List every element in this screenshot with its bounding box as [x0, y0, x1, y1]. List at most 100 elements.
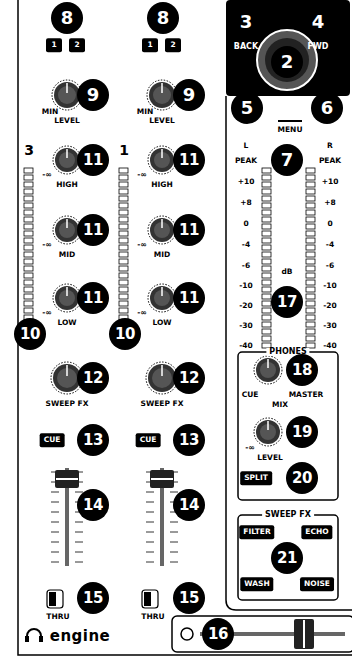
meter-segment: [24, 210, 33, 215]
meter-segment: [306, 301, 315, 306]
meter-segment: [262, 280, 271, 285]
knob-pointer: [66, 149, 68, 158]
fader-tick: [146, 542, 154, 543]
meter-segment: [119, 259, 128, 264]
panel-label: -∞: [42, 241, 51, 249]
knob-pointer: [66, 219, 68, 228]
panel-label: MID: [154, 251, 170, 259]
knob-ring: [148, 284, 176, 312]
knob-pointer: [161, 365, 163, 376]
panel-label: L: [244, 142, 249, 150]
section-title: SWEEP FX: [262, 511, 314, 519]
meter-segment: [306, 294, 315, 299]
callout-number: 17: [271, 286, 303, 318]
meter-segment: [262, 245, 271, 250]
panel-label: -20: [239, 302, 253, 310]
meter-segment: [306, 266, 315, 271]
button-label: 2: [165, 38, 181, 52]
meter-segment: [24, 168, 33, 173]
callout-number: 14: [77, 489, 109, 521]
meter-segment: [262, 217, 271, 222]
meter-segment: [306, 308, 315, 313]
callout-number: 14: [173, 489, 205, 521]
meter-segment: [262, 336, 271, 341]
meter-segment: [119, 203, 128, 208]
callout-number: 4: [302, 6, 334, 38]
panel-label: MIN: [137, 108, 154, 116]
meter-segment: [306, 273, 315, 278]
meter-segment: [306, 252, 315, 257]
panel-label: SWEEP FX: [46, 400, 89, 408]
callout-number: 15: [173, 582, 205, 614]
callout-number: 19: [286, 416, 318, 448]
knob-pointer: [66, 83, 68, 93]
panel-label: -40: [239, 342, 253, 350]
meter-segment: [306, 182, 315, 187]
panel-label: LEVEL: [149, 117, 175, 125]
meter-segment: [24, 182, 33, 187]
meter-segment: [306, 287, 315, 292]
panel-label: -∞: [137, 171, 146, 179]
button-label: SPLIT: [240, 471, 272, 485]
meter-segment: [119, 182, 128, 187]
panel-label: -∞: [42, 309, 51, 317]
panel-label: PEAK: [235, 157, 257, 165]
panel-label: -20: [323, 302, 337, 310]
callout-number: 15: [77, 582, 109, 614]
fader-tick: [51, 522, 59, 523]
panel-label: LEVEL: [257, 454, 283, 462]
fader-tick: [51, 562, 59, 563]
knob: [55, 218, 79, 242]
meter-segment: [306, 231, 315, 236]
panel-label: -30: [239, 322, 253, 330]
meter-segment: [119, 308, 128, 313]
callout-number: 12: [173, 362, 205, 394]
panel-label: CUE: [242, 391, 259, 399]
knob-pointer: [161, 83, 163, 93]
panel-label: MASTER: [289, 391, 324, 399]
knob: [55, 148, 79, 172]
meter-segment: [306, 210, 315, 215]
button-label: WASH: [240, 577, 273, 591]
knob: [148, 364, 176, 392]
panel-label: FWD: [308, 43, 329, 51]
fader-tick: [146, 522, 154, 523]
meter-segment: [24, 273, 33, 278]
panel-label: THRU: [46, 613, 69, 621]
button-label: 2: [69, 38, 85, 52]
panel-label: -∞: [137, 241, 146, 249]
meter-segment: [119, 294, 128, 299]
meter-segment: [306, 189, 315, 194]
callout-number: 9: [77, 79, 109, 111]
meter-segment: [306, 259, 315, 264]
callout-number: 6: [311, 92, 343, 124]
meter-segment: [262, 315, 271, 320]
knob-pointer: [161, 219, 163, 228]
button-label: 1: [46, 38, 62, 52]
knob: [256, 420, 280, 444]
meter-segment: [119, 266, 128, 271]
panel-label: -40: [323, 342, 337, 350]
knob-ring: [254, 418, 282, 446]
meter-segment: [306, 329, 315, 334]
meter-segment: [306, 224, 315, 229]
panel-label: LOW: [57, 319, 76, 327]
meter-segment: [262, 301, 271, 306]
meter-segment: [262, 238, 271, 243]
panel-label: SWEEP FX: [141, 400, 184, 408]
fader-tick: [75, 562, 83, 563]
panel-label: 0: [327, 220, 332, 228]
fader-tick: [170, 552, 178, 553]
meter-segment: [306, 238, 315, 243]
fader-tick: [75, 542, 83, 543]
knob-ring: [254, 356, 282, 384]
meter-segment: [119, 238, 128, 243]
meter-segment: [119, 210, 128, 215]
callout-number: 18: [286, 354, 318, 386]
panel-label: +8: [240, 199, 252, 207]
callout-number: 11: [77, 214, 109, 246]
knob: [55, 286, 79, 310]
meter-segment: [262, 308, 271, 313]
callout-number: 8: [147, 2, 179, 34]
meter-segment: [262, 329, 271, 334]
